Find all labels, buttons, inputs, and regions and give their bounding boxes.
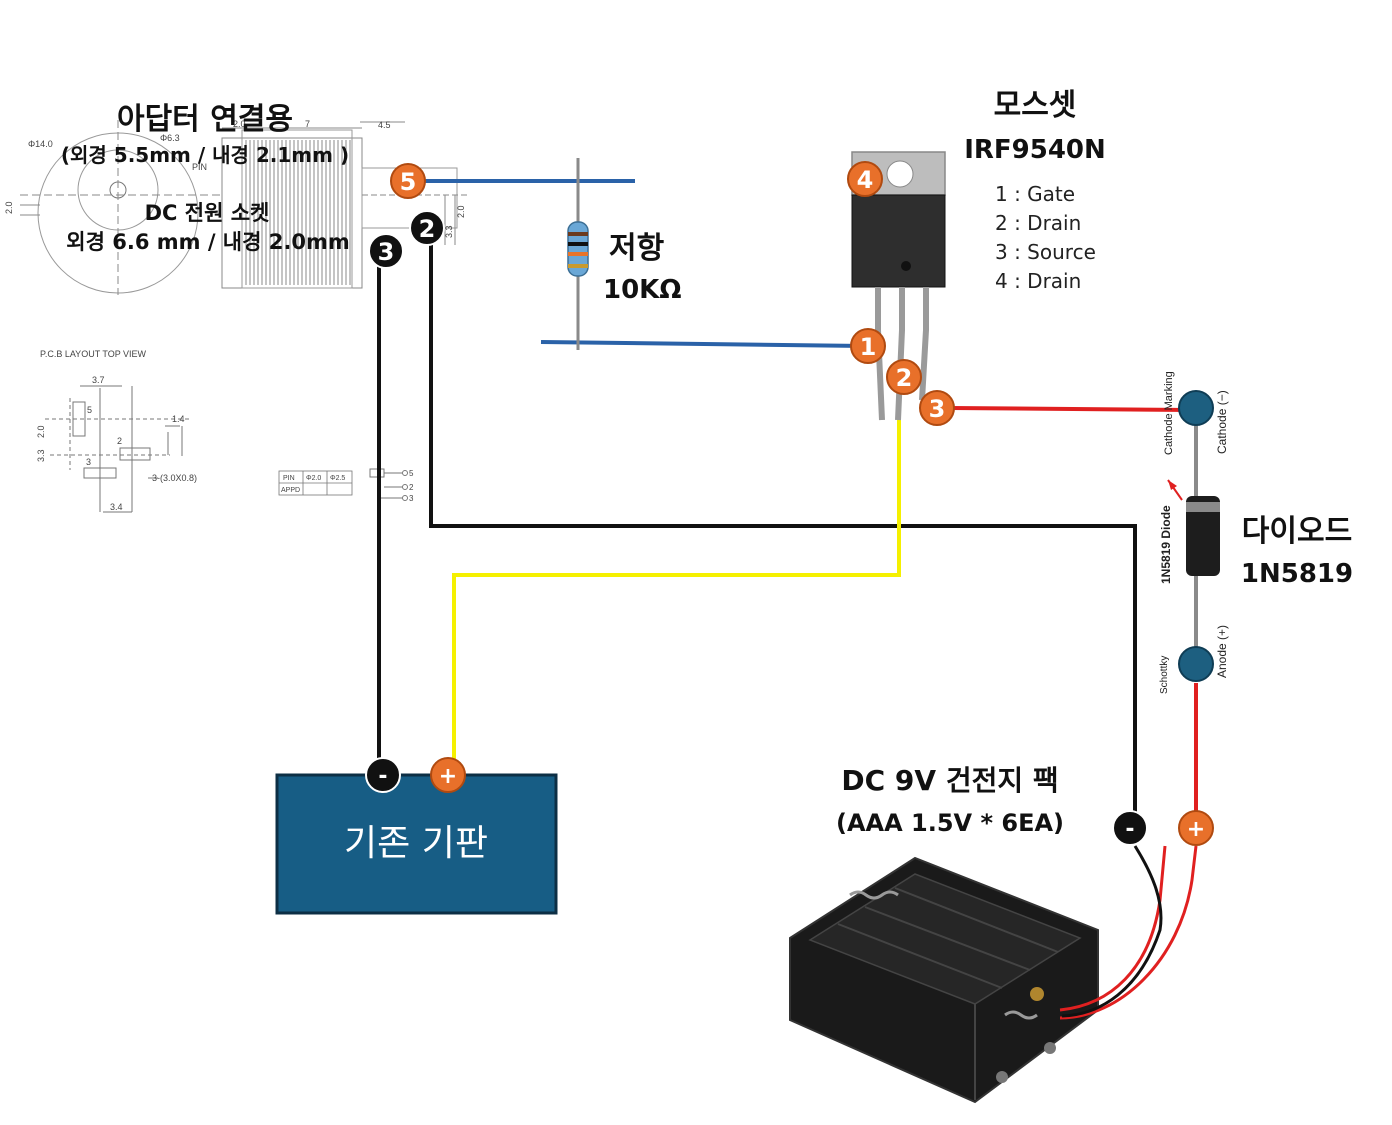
resistor	[567, 158, 589, 350]
pcb-14: 1.4	[172, 414, 185, 424]
pin-table	[278, 470, 353, 496]
diode-anode: Anode (+)	[1215, 625, 1229, 678]
dim-7: 7	[305, 119, 310, 129]
diode-anode-node	[1178, 646, 1214, 682]
svg-text:-: -	[378, 764, 387, 789]
dim-45: 4.5	[378, 120, 391, 130]
resistor-name: 저항	[609, 231, 665, 266]
marker-board-plus: +	[430, 757, 466, 793]
jack-dimensions: Φ14.0 Φ6.3 PIN 2.0 2.0 7 4.5 2.0 3.3	[4, 119, 466, 238]
marker-battery-minus: -	[1112, 810, 1148, 846]
dim-d63: Φ6.3	[160, 133, 180, 143]
tbl-d25: Φ2.5	[330, 475, 345, 482]
svg-text:3: 3	[929, 395, 946, 423]
marker-battery-plus: +	[1178, 810, 1214, 846]
svg-text:4: 4	[857, 166, 874, 194]
svg-text:-: -	[1125, 817, 1134, 842]
tbl-appd: APPD	[281, 487, 300, 494]
svg-text:+: +	[439, 764, 457, 789]
socket-spec: 외경 6.6 mm / 내경 2.0mm	[66, 230, 349, 254]
dim-20r: 2.0	[456, 205, 466, 218]
mosfet-pin-2: 2 : Drain	[995, 211, 1081, 235]
jack-symbol-text: 5 2 3	[409, 469, 414, 503]
diode-schottky: Schottky	[1159, 656, 1170, 694]
existing-board	[275, 773, 558, 915]
mosfet-model: IRF9540N	[964, 135, 1106, 165]
pcb-5: 5	[87, 405, 92, 415]
diode-cathode-marking: Cathode Marking	[1163, 371, 1175, 455]
dim-33r: 3.3	[444, 225, 454, 238]
marker-mosfet-4: 4	[847, 161, 883, 197]
mosfet-pin-1: 1 : Gate	[995, 182, 1075, 206]
diode-annotations: Cathode Marking Cathode (−) 1N5819 Diode…	[1159, 371, 1229, 694]
dim-d14: Φ14.0	[28, 139, 53, 149]
pin-table-text: PIN Φ2.0 Φ2.5 APPD	[281, 475, 345, 494]
pcb-layout-drawing	[45, 385, 190, 513]
battery-pack	[789, 845, 1198, 1104]
socket-title: DC 전원 소켓	[145, 201, 270, 225]
pcb-37: 3.7	[92, 375, 105, 385]
svg-text:1: 1	[860, 333, 877, 361]
dim-2: 2.0	[233, 119, 246, 129]
marker-jack-2: 2	[409, 210, 445, 246]
mosfet-pin-4: 4 : Drain	[995, 269, 1081, 293]
diode-cathode-node	[1178, 390, 1214, 426]
battery-name: DC 9V 건전지 팩	[841, 764, 1058, 797]
resistor-value: 10KΩ	[603, 275, 681, 305]
pcb-20: 2.0	[36, 425, 46, 438]
markers: 5 2 3 4 1 2 3 -	[365, 161, 1214, 846]
mosfet	[851, 151, 946, 421]
svg-text:+: +	[1187, 817, 1205, 842]
marker-mosfet-drain: 2	[886, 359, 922, 395]
adapter-spec: (외경 5.5mm / 내경 2.1mm )	[61, 143, 349, 167]
marker-jack-5: 5	[390, 163, 426, 199]
svg-text:3: 3	[378, 238, 395, 266]
wire-black-pin2-battery	[429, 228, 1137, 826]
jack-symbol	[369, 468, 408, 501]
dim-pin: PIN	[192, 162, 207, 172]
mosfet-name: 모스셋	[994, 88, 1077, 123]
pcb-dimensions: P.C.B LAYOUT TOP VIEW 3.7 5 1.4 2.0 3.3 …	[36, 349, 197, 512]
sym-3: 3	[409, 494, 414, 503]
wire-red-source	[949, 406, 1191, 412]
pcb-2: 2	[117, 436, 122, 446]
diode-model: 1N5819	[1241, 559, 1353, 589]
diode-name: 다이오드	[1242, 514, 1352, 549]
adapter-title: 아답터 연결용	[117, 102, 293, 137]
pcb-33: 3.3	[36, 449, 46, 462]
sym-5: 5	[409, 469, 414, 478]
marker-jack-3: 3	[368, 233, 404, 269]
jack-threads	[245, 140, 351, 285]
diode-cathode: Cathode (−)	[1215, 390, 1229, 454]
pcb-title: P.C.B LAYOUT TOP VIEW	[40, 349, 147, 359]
sym-2: 2	[409, 483, 414, 492]
svg-text:5: 5	[400, 168, 417, 196]
wires	[377, 179, 1198, 826]
marker-mosfet-source: 3	[919, 390, 955, 426]
diode-body-text: 1N5819 Diode	[1159, 505, 1173, 584]
tbl-d20: Φ2.0	[306, 475, 321, 482]
marker-board-minus: -	[365, 757, 401, 793]
svg-text:2: 2	[896, 364, 913, 392]
wire-yellow-drain	[452, 392, 901, 775]
tbl-pin: PIN	[283, 475, 295, 482]
board-label: 기존 기판	[344, 823, 488, 864]
pcb-3: 3	[86, 457, 91, 467]
battery-spec: (AAA 1.5V * 6EA)	[836, 809, 1064, 837]
diode	[1167, 390, 1220, 682]
marker-mosfet-gate: 1	[850, 328, 886, 364]
dim-20: 2.0	[4, 201, 14, 214]
wire-blue-bottom	[540, 340, 867, 348]
pcb-34: 3.4	[110, 502, 123, 512]
pcb-hole: 3-(3.0X0.8)	[152, 473, 197, 483]
mosfet-pin-3: 3 : Source	[995, 240, 1096, 264]
mosfet-pin-list: 1 : Gate 2 : Drain 3 : Source 4 : Drain	[995, 182, 1096, 293]
svg-text:2: 2	[419, 215, 436, 243]
